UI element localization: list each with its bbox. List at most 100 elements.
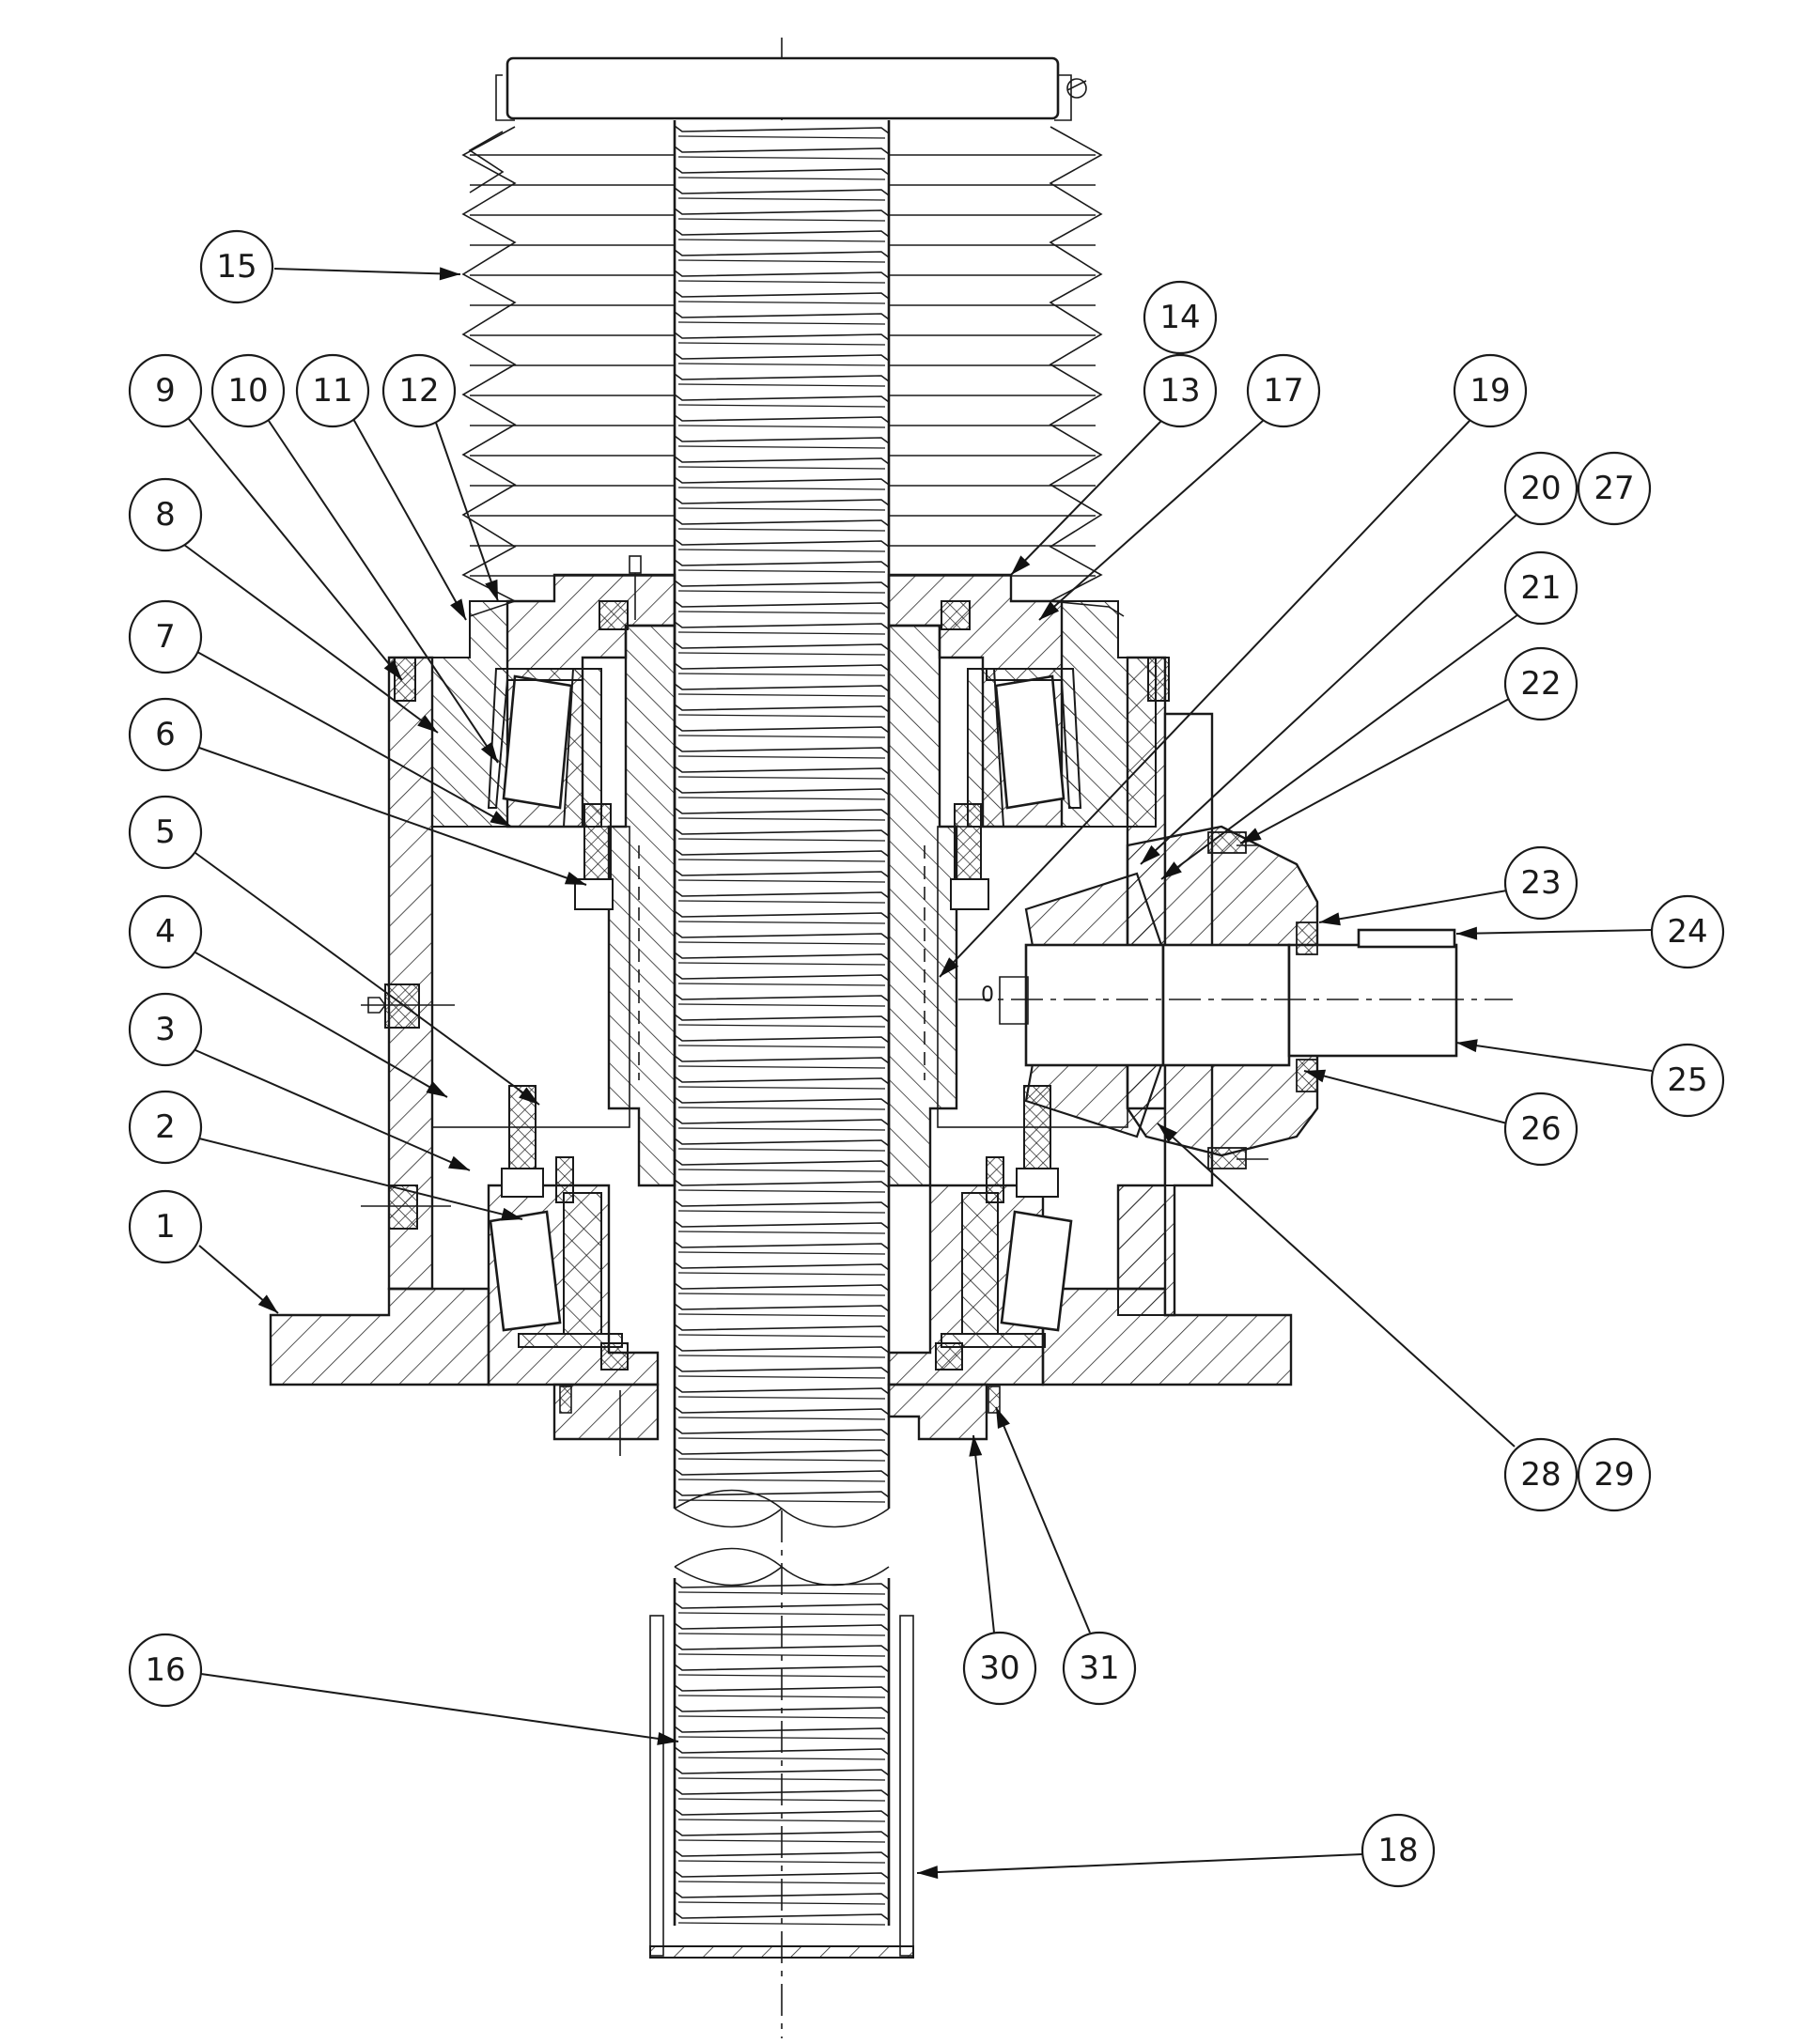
arrowhead-10 [480, 741, 498, 763]
arrowhead-18 [917, 1866, 939, 1880]
worm-shaft-assembly: 0 [958, 825, 1513, 1169]
leader-22 [1239, 698, 1510, 844]
callout-31-label: 31 [1079, 1649, 1119, 1687]
lower-bearing-right [941, 1192, 1073, 1348]
leader-17 [1038, 420, 1264, 621]
leader-26 [1303, 1070, 1508, 1124]
callout-26-label: 26 [1520, 1110, 1561, 1148]
arrowhead-30 [969, 1435, 983, 1457]
leader-15 [273, 268, 461, 275]
leader-16 [200, 1673, 679, 1742]
arrowhead-24 [1456, 926, 1478, 940]
callout-31: 31 [1062, 1631, 1137, 1706]
callout-14-label: 14 [1159, 299, 1200, 336]
leader-23 [1318, 890, 1508, 923]
callout-8-label: 8 [155, 496, 176, 534]
callout-25: 25 [1650, 1043, 1725, 1118]
callout-3: 3 [128, 992, 203, 1067]
arrowhead-9 [383, 659, 402, 680]
arrowhead-26 [1304, 1069, 1327, 1083]
leader-11 [352, 418, 467, 621]
arrowhead-5 [519, 1087, 539, 1105]
callout-12-label: 12 [398, 372, 439, 410]
leader-lines [183, 267, 1653, 1880]
load-cap [495, 56, 1087, 121]
callout-12: 12 [381, 353, 457, 428]
arrowhead-23 [1319, 912, 1341, 926]
callout-2: 2 [128, 1090, 203, 1165]
arrowhead-2 [500, 1207, 522, 1221]
callout-24: 24 [1650, 894, 1725, 969]
callout-16: 16 [128, 1633, 203, 1708]
callout-7-label: 7 [155, 618, 176, 656]
upper-bearing-left [487, 668, 602, 828]
arrowhead-20 [1141, 844, 1160, 864]
callout-7: 7 [128, 599, 203, 674]
leader-24 [1455, 929, 1653, 935]
arrowhead-31 [996, 1407, 1010, 1429]
callout-9: 9 [128, 353, 203, 428]
shaft-break [674, 1489, 890, 1587]
leader-3 [194, 1049, 471, 1171]
arrowhead-25 [1456, 1039, 1478, 1053]
arrowhead-28 [1158, 1123, 1178, 1142]
arrowhead-16 [657, 1731, 678, 1745]
worm-wheel [607, 624, 958, 1187]
arrowhead-6 [564, 872, 586, 885]
callout-14: 14 [1143, 280, 1218, 355]
arrowhead-22 [1240, 828, 1262, 844]
arrowhead-3 [448, 1155, 470, 1170]
arrowhead-11 [450, 598, 466, 620]
callout-5-label: 5 [155, 813, 176, 851]
callout-18: 18 [1361, 1813, 1436, 1888]
leader-2 [198, 1138, 523, 1220]
leader-31 [995, 1406, 1091, 1634]
lower-screw [673, 1578, 891, 1926]
leader-4 [194, 952, 448, 1098]
callout-10-label: 10 [227, 372, 268, 410]
leader-20 [1140, 514, 1517, 865]
callout-13-label: 13 [1159, 372, 1200, 410]
callout-11: 11 [295, 353, 370, 428]
arrowhead-15 [439, 267, 460, 281]
leader-25 [1455, 1042, 1653, 1072]
leader-7 [196, 651, 512, 828]
callout-3-label: 3 [155, 1011, 176, 1048]
callout-6: 6 [128, 697, 203, 772]
leader-5 [194, 852, 540, 1106]
lifting-screw [673, 120, 891, 1509]
callout-15: 15 [199, 229, 274, 304]
leader-12 [435, 422, 499, 602]
callout-20-label: 20 [1520, 470, 1561, 507]
callout-30: 30 [962, 1631, 1037, 1706]
callout-22-label: 22 [1520, 665, 1561, 703]
callout-6-label: 6 [155, 716, 176, 753]
callout-26: 26 [1503, 1092, 1578, 1167]
callout-4: 4 [128, 894, 203, 969]
bottom-cover [552, 1342, 1001, 1456]
leader-28 [1157, 1123, 1516, 1448]
callout-21-label: 21 [1520, 569, 1561, 607]
callout-4-label: 4 [155, 913, 176, 951]
callout-8: 8 [128, 477, 203, 552]
callout-27-label: 27 [1594, 470, 1634, 507]
leader-10 [268, 420, 499, 764]
callout-28: 28 [1503, 1437, 1578, 1512]
arrowhead-1 [257, 1294, 278, 1313]
callout-16-label: 16 [145, 1651, 185, 1689]
leader-30 [972, 1434, 995, 1634]
callout-2-label: 2 [155, 1108, 176, 1146]
callout-29-label: 29 [1594, 1456, 1634, 1494]
arrowhead-21 [1161, 861, 1182, 879]
leader-19 [939, 420, 1470, 978]
bellows [461, 126, 1125, 618]
callout-25-label: 25 [1667, 1061, 1707, 1099]
arrowhead-17 [1039, 601, 1060, 620]
callout-23-label: 23 [1520, 864, 1561, 902]
svg-text:0: 0 [981, 983, 994, 1007]
callout-10: 10 [210, 353, 286, 428]
callout-22: 22 [1503, 646, 1578, 721]
upper-bearing-right [967, 668, 1082, 828]
callout-1: 1 [128, 1189, 203, 1264]
callout-28-label: 28 [1520, 1456, 1561, 1494]
